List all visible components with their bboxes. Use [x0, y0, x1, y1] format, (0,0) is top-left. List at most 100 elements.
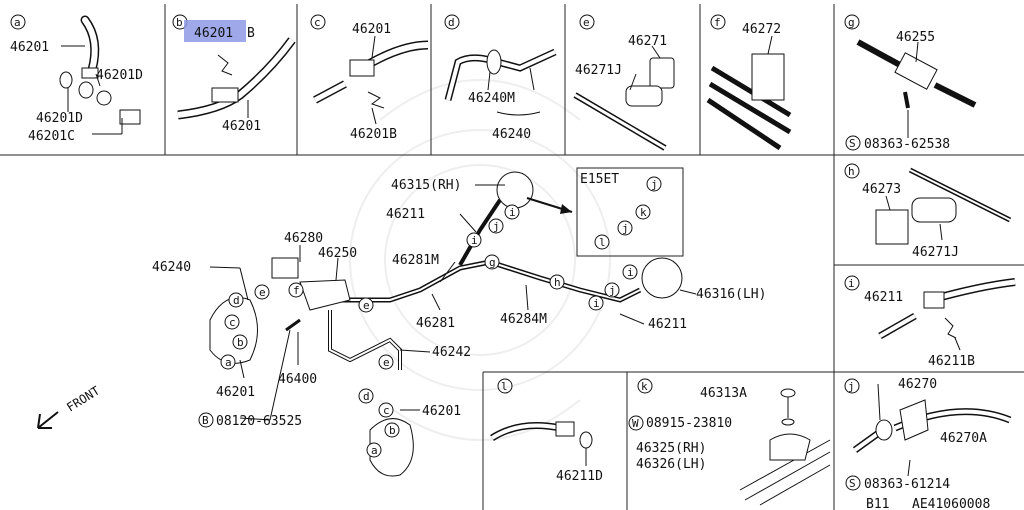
part-label: 08363-62538 — [864, 137, 950, 152]
callout-letter: e — [259, 286, 266, 299]
part-label: 46211D — [556, 469, 603, 484]
panel-letter-c: c — [314, 16, 321, 29]
main-assembly: i j i g h i j i e f e e d c b a d c b a … — [37, 171, 766, 477]
panel-h: h 46273 46271J — [844, 163, 1012, 260]
part-label: 46280 — [284, 231, 323, 246]
part-label: 46201C — [28, 129, 75, 144]
panel-k: k W 46313A 08915-23810 46325(RH) 46326(L… — [628, 378, 831, 506]
front-label: FRONT — [64, 384, 102, 415]
highlight-box — [184, 20, 246, 42]
part-label: 46201D — [36, 111, 83, 126]
bolt-prefix: S — [849, 137, 856, 150]
panel-j: j S 46270 46270A 08363-61214 — [844, 377, 1012, 492]
callout-letter: a — [225, 356, 232, 369]
panel-letter-e: e — [583, 16, 590, 29]
part-label: 46240 — [492, 127, 531, 142]
callout-letter: c — [383, 404, 390, 417]
part-label: 08915-23810 — [646, 416, 732, 431]
panel-e: e 46271 46271J — [573, 14, 675, 151]
part-label: 08363-61214 — [864, 477, 950, 492]
panel-letter-j: j — [848, 380, 855, 393]
part-label: 46240M — [468, 91, 515, 106]
callout-letter: k — [640, 206, 647, 219]
callout-letter: i — [471, 234, 478, 247]
panel-c: c 46201 46201B — [310, 14, 429, 142]
highlighted-part-suffix: B — [247, 26, 255, 41]
callout-letter: h — [554, 276, 561, 289]
part-label: 46201B — [350, 127, 397, 142]
panel-grid — [0, 4, 1024, 510]
callout-letter: a — [371, 444, 378, 457]
watermark-seal — [349, 79, 611, 441]
part-label: 46201 — [10, 40, 49, 55]
panel-d: d 46240M 46240 — [444, 14, 557, 142]
panel-a: a 46201 46201D 46201D 46201C — [10, 14, 143, 144]
inset-title: E15ET — [580, 172, 619, 187]
callout-letters: i j i g h i j i e f e e d c b a d c b a … — [225, 178, 658, 457]
part-label: 46400 — [278, 372, 317, 387]
part-label: 46242 — [432, 345, 471, 360]
part-label: 08120-63525 — [216, 414, 302, 429]
callout-letter: e — [383, 356, 390, 369]
panel-l: l 46211D — [490, 378, 603, 484]
bolt-prefix: B — [202, 414, 209, 427]
callout-letter: c — [229, 316, 236, 329]
callout-letter: j — [609, 284, 616, 297]
part-label: 46273 — [862, 182, 901, 197]
part-label: 46201 — [222, 119, 261, 134]
part-label: 46315(RH) — [391, 178, 461, 193]
part-label: 46325(RH) — [636, 441, 706, 456]
panel-letter-l: l — [501, 380, 508, 393]
front-arrow: FRONT — [37, 384, 102, 429]
panel-letter-h: h — [848, 165, 855, 178]
highlighted-part-label: 46201 — [194, 26, 233, 41]
part-label: 46316(LH) — [696, 287, 766, 302]
callout-letter: j — [651, 178, 658, 191]
panel-b: b 46201 B 46201 — [172, 14, 296, 134]
panel-letter-d: d — [448, 16, 455, 29]
callout-letter: d — [363, 390, 370, 403]
callout-letter: j — [622, 222, 629, 235]
callout-markers — [220, 176, 662, 458]
callout-letter: j — [493, 220, 500, 233]
part-label: 46201D — [96, 68, 143, 83]
part-label: 46255 — [896, 30, 935, 45]
callout-letter: d — [233, 294, 240, 307]
diagram-ref: AE41060008 — [912, 497, 990, 510]
part-label: 46211 — [386, 207, 425, 222]
part-label: 46272 — [742, 22, 781, 37]
model-code: B11 — [866, 497, 889, 510]
callout-letter: i — [593, 297, 600, 310]
panel-f: f 46272 — [706, 14, 792, 151]
callout-letter: l — [599, 236, 606, 249]
panel-i: i 46211 46211B — [844, 275, 1016, 369]
callout-letter: b — [237, 336, 244, 349]
part-label: 46240 — [152, 260, 191, 275]
panel-letter-i: i — [848, 277, 855, 290]
part-label: 46271 — [628, 34, 667, 49]
part-label: 46201 — [216, 385, 255, 400]
part-label: 46326(LH) — [636, 457, 706, 472]
panel-letter-g: g — [848, 16, 855, 29]
part-label: 46211B — [928, 354, 975, 369]
part-label: 46201 — [352, 22, 391, 37]
callout-letter: f — [293, 284, 300, 297]
callout-letter: g — [489, 256, 496, 269]
part-label: 46281 — [416, 316, 455, 331]
part-label: 46281M — [392, 253, 439, 268]
callout-letter: i — [509, 206, 516, 219]
part-label: 46211 — [864, 290, 903, 305]
part-label: 46271J — [575, 63, 622, 78]
part-label: 46271J — [912, 245, 959, 260]
part-label: 46201 — [422, 404, 461, 419]
callout-letter: e — [363, 299, 370, 312]
part-label: 46270 — [898, 377, 937, 392]
panel-g: g S 46255 08363-62538 — [844, 14, 977, 152]
panel-letter-b: b — [176, 16, 183, 29]
panel-letter-k: k — [641, 380, 648, 393]
part-label: 46284M — [500, 312, 547, 327]
washer-prefix: W — [632, 417, 639, 430]
part-label: 46250 — [318, 246, 357, 261]
callout-letter: i — [627, 266, 634, 279]
